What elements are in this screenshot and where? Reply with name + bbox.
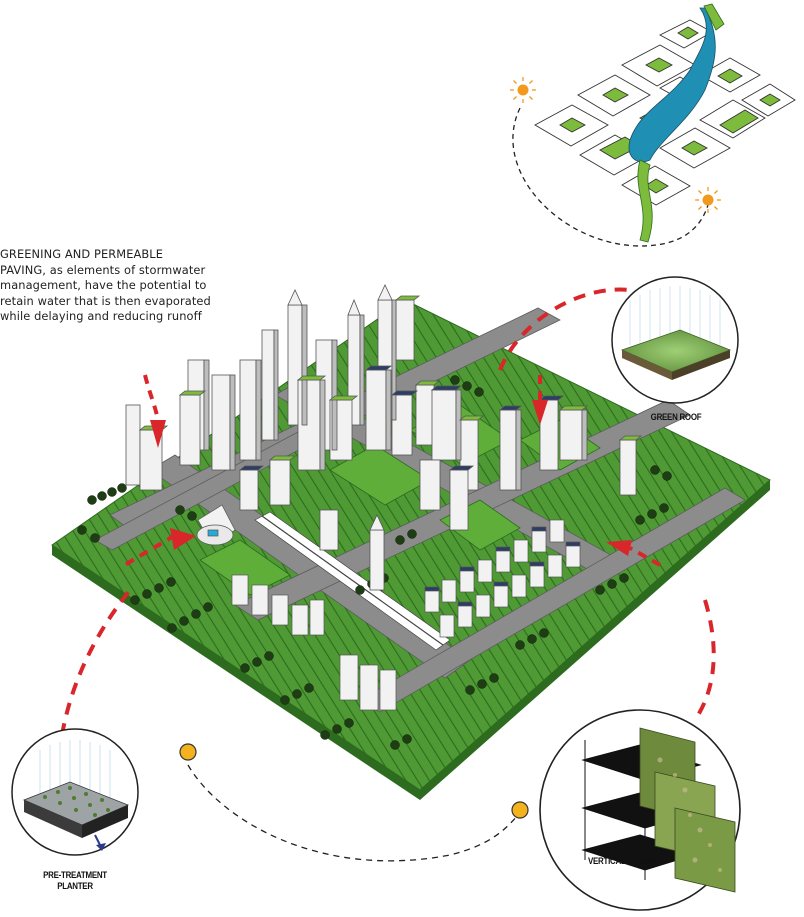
- sun-icon: [695, 187, 721, 213]
- sun-path-arc: [512, 107, 709, 247]
- arrow-heads: [150, 400, 632, 556]
- connector-node: [511, 801, 529, 819]
- connector-node: [179, 743, 197, 761]
- connector-arcs-black: [187, 764, 519, 862]
- green-roof-callout: [611, 276, 739, 404]
- caption-line: PRE-TREATMENT: [43, 870, 107, 880]
- river: [628, 7, 716, 163]
- green-corridor: [637, 159, 653, 243]
- vertical-farming-label: VERTICAL FARMING: [588, 856, 662, 866]
- description-line: while delaying and reducing runoff: [0, 309, 202, 324]
- lower-left-buildings: [196, 504, 397, 711]
- pre-treatment-planter-callout: [11, 728, 139, 856]
- farm-panel: [674, 807, 736, 893]
- flow-arrows: [123, 374, 661, 567]
- sun-icon: [510, 77, 536, 103]
- residential-cluster: [424, 519, 581, 638]
- connector-arcs-red: [60, 287, 716, 736]
- green-roof-label: GREEN ROOF: [650, 412, 702, 422]
- tree-rows: [77, 375, 672, 750]
- city-platform: [51, 284, 771, 800]
- description-line: GREENING AND PERMEABLE: [0, 247, 164, 261]
- stormwater-description: GREENING AND PERMEABLE PAVING, as elemen…: [0, 247, 320, 325]
- description-line: PAVING, as elements of stormwater: [0, 262, 206, 277]
- site-isometric-diagram: [510, 3, 796, 247]
- skyscrapers: [125, 284, 643, 591]
- description-line: retain water that is then evaporated: [0, 293, 211, 308]
- caption-line: PLANTER: [57, 881, 93, 891]
- vertical-farming-callout: [539, 709, 741, 911]
- pre-treatment-planter-label: PRE-TREATMENT PLANTER: [28, 870, 121, 892]
- rail-line: [254, 511, 451, 651]
- description-line: management, have the potential to: [0, 278, 207, 293]
